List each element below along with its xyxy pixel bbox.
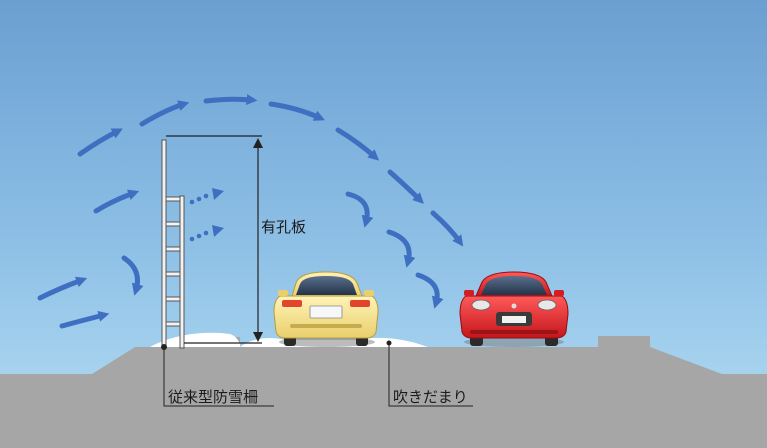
snowdrift-label: 吹きだまり	[393, 388, 468, 406]
wind-arrow-icon	[37, 94, 464, 329]
leader-lines	[163, 343, 473, 407]
perforated-plate-label: 有孔板	[261, 218, 306, 236]
car-icon	[459, 271, 569, 347]
snowdrift-marker	[386, 340, 392, 346]
ground	[0, 336, 767, 448]
wind-through-fence-icon	[189, 188, 224, 242]
dimension-line	[166, 135, 263, 344]
snow-fence	[161, 139, 185, 350]
eddy-arrow-icon	[121, 191, 444, 309]
car-icon	[273, 271, 379, 347]
conventional-fence-label: 従来型防雪柵	[168, 388, 258, 406]
